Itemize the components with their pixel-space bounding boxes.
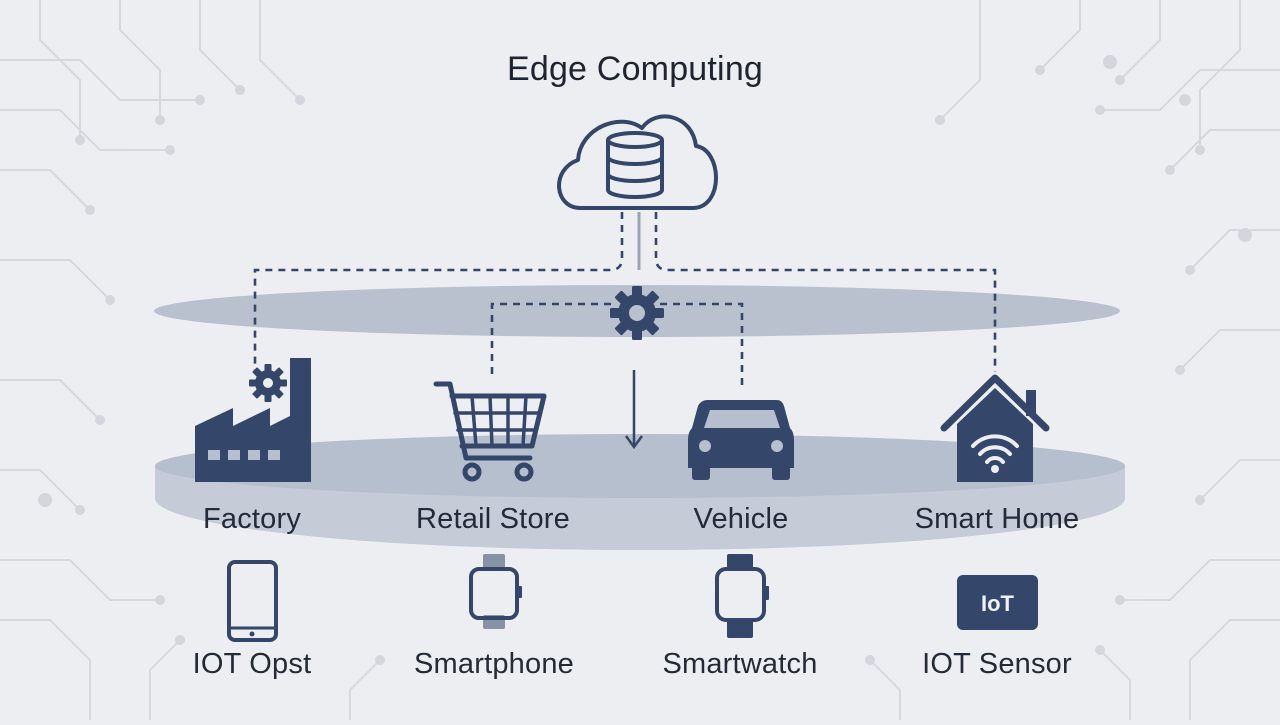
location-label-retail-store: Retail Store xyxy=(416,503,570,535)
iot-badge-text: IoT xyxy=(981,591,1015,616)
smartwatch-icon xyxy=(469,554,522,629)
car-icon xyxy=(688,400,794,480)
circuit-nodes xyxy=(38,55,1252,665)
iot-chip-icon: IoT xyxy=(957,575,1038,630)
down-arrow xyxy=(624,370,644,450)
smart-home-icon xyxy=(940,374,1050,482)
connection-lines xyxy=(253,212,997,386)
device-layer-disc xyxy=(155,434,1125,550)
device-label-iot-sensor: IOT Sensor xyxy=(922,648,1072,680)
diagram-title: Edge Computing xyxy=(506,50,764,88)
device-label-smartphone: Smartphone xyxy=(414,648,574,680)
device-label-iot-opst: IOT Opst xyxy=(192,648,312,680)
gear-icon xyxy=(610,286,664,340)
smartwatch-icon xyxy=(715,554,769,638)
shopping-cart-icon xyxy=(433,381,547,482)
location-label-factory: Factory xyxy=(202,503,302,535)
device-label-smartwatch: Smartwatch xyxy=(662,648,818,680)
cloud-database-icon xyxy=(557,114,718,210)
location-label-vehicle: Vehicle xyxy=(693,503,789,535)
phone-icon xyxy=(227,560,278,642)
location-label-smart-home: Smart Home xyxy=(914,503,1080,535)
factory-icon xyxy=(195,358,311,482)
